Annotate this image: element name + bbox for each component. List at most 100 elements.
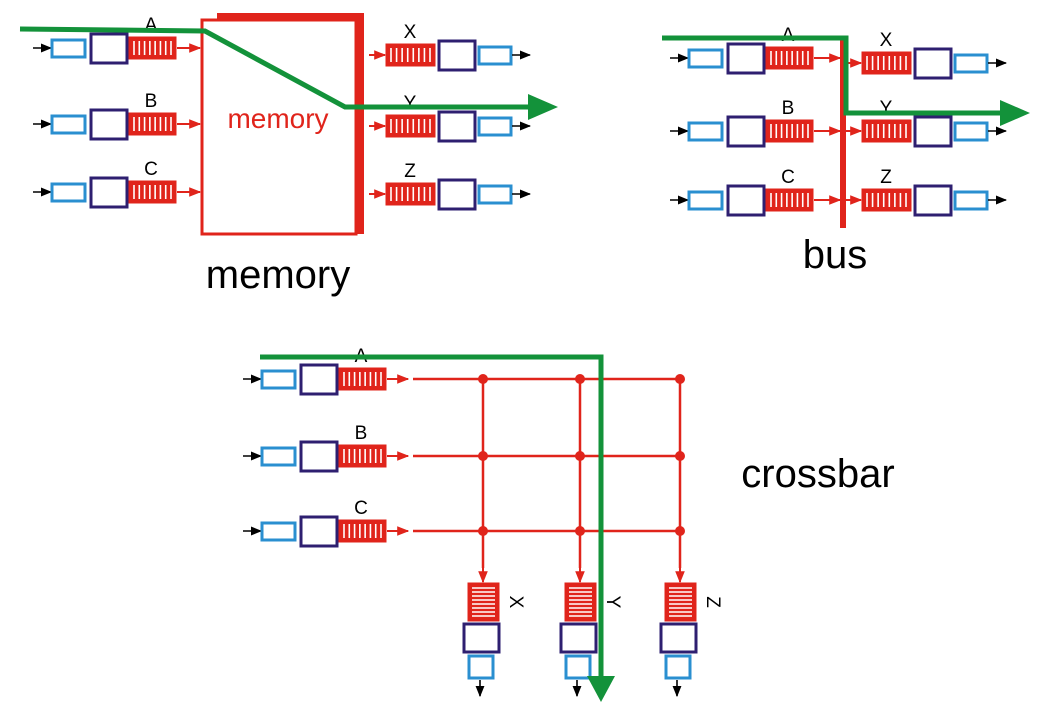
input-port-c: C <box>670 167 842 217</box>
input-queue <box>128 112 177 136</box>
bus-data-path <box>662 35 1002 116</box>
input-port-a: A <box>33 15 202 65</box>
output-port-label: Z <box>880 167 892 188</box>
output-port-y: Y <box>559 568 623 698</box>
line-termination-box <box>477 184 513 205</box>
link-layer-box <box>437 178 477 211</box>
line-termination-box <box>953 190 989 211</box>
memory-data-path <box>19 26 528 110</box>
crosspoint-node <box>478 451 488 461</box>
bus-panel: ABC X Y Z bus <box>662 25 1030 277</box>
input-queue <box>128 180 177 204</box>
output-port-z: Z <box>369 161 532 211</box>
link-layer-box <box>559 622 598 654</box>
crosspoint-node <box>575 374 585 384</box>
line-termination-box <box>687 190 724 211</box>
input-queue <box>765 119 814 143</box>
line-termination-box <box>477 116 513 137</box>
link-layer-box <box>299 440 339 473</box>
line-termination-box <box>260 369 297 390</box>
output-port-z: Z <box>845 167 1008 217</box>
link-layer-box <box>913 115 953 148</box>
crossbar-switch-grid <box>413 374 685 568</box>
input-queue <box>338 444 387 468</box>
memory-caption: memory <box>206 253 350 297</box>
crosspoint-node <box>575 451 585 461</box>
link-layer-box <box>299 515 339 548</box>
memory-output-ports: X YZ <box>369 22 532 211</box>
crossbar-caption: crossbar <box>741 452 894 496</box>
link-layer-box <box>726 42 766 75</box>
output-port-label: Z <box>702 596 723 608</box>
input-port-c: C <box>33 159 202 209</box>
crossbar-output-ports: X Y Z <box>462 568 723 698</box>
memory-panel: A B C X YZ memory memory <box>19 13 558 297</box>
link-layer-box <box>437 39 477 72</box>
crosspoint-node <box>675 526 685 536</box>
crosspoint-node <box>675 374 685 384</box>
link-layer-box <box>913 47 953 80</box>
line-termination-box <box>687 48 724 69</box>
output-queue <box>861 51 912 75</box>
link-layer-box <box>726 184 766 217</box>
memory-block-label: memory <box>227 103 328 134</box>
link-layer-box <box>299 363 339 396</box>
link-layer-box <box>89 176 129 209</box>
output-port-label: X <box>404 22 417 43</box>
output-port-y: Y <box>369 93 532 143</box>
line-termination-box <box>664 654 692 680</box>
link-layer-box <box>659 622 698 654</box>
bus-path-arrowhead <box>1000 100 1030 126</box>
line-termination-box <box>467 654 495 680</box>
line-termination-box <box>260 446 297 467</box>
crosspoint-node <box>575 526 585 536</box>
output-queue <box>385 114 436 138</box>
crosspoint-node <box>675 451 685 461</box>
line-termination-box <box>50 182 87 203</box>
link-layer-box <box>89 32 129 65</box>
crossbar-input-ports: ABC <box>243 346 410 548</box>
line-termination-box <box>260 521 297 542</box>
input-queue <box>338 367 387 391</box>
output-queue <box>861 188 912 212</box>
output-queue <box>564 582 597 622</box>
input-port-b: B <box>243 423 410 473</box>
bus-caption: bus <box>803 233 868 277</box>
output-port-label: X <box>505 596 526 609</box>
input-queue <box>765 46 814 70</box>
output-port-label: X <box>880 30 893 51</box>
output-port-label: Z <box>404 161 416 182</box>
line-termination-box <box>50 114 87 135</box>
input-port-b: B <box>33 91 202 141</box>
output-queue <box>467 582 500 622</box>
input-port-label: C <box>354 498 368 519</box>
input-port-label: B <box>145 91 158 112</box>
line-termination-box <box>564 654 592 680</box>
bus-output-ports: X Y Z <box>845 30 1008 217</box>
input-port-a: A <box>670 25 842 75</box>
link-layer-box <box>437 110 477 143</box>
output-port-x: X <box>369 22 532 72</box>
output-port-label: Y <box>880 98 893 119</box>
output-port-z: Z <box>659 568 723 698</box>
input-queue <box>765 188 814 212</box>
output-port-label: Y <box>602 596 623 609</box>
output-queue <box>861 119 912 143</box>
output-queue <box>664 582 697 622</box>
link-layer-box <box>89 108 129 141</box>
link-layer-box <box>462 622 501 654</box>
line-termination-box <box>50 38 87 59</box>
input-port-b: B <box>670 98 842 148</box>
crossbar-path-arrowhead <box>587 676 615 702</box>
output-port-x: X <box>462 568 526 698</box>
line-termination-box <box>477 45 513 66</box>
output-queue <box>385 43 436 67</box>
crosspoint-node <box>478 374 488 384</box>
line-termination-box <box>687 121 724 142</box>
output-port-x: X <box>845 30 1008 80</box>
input-port-c: C <box>243 498 410 548</box>
crossbar-data-path <box>260 354 604 678</box>
input-queue <box>128 36 177 60</box>
